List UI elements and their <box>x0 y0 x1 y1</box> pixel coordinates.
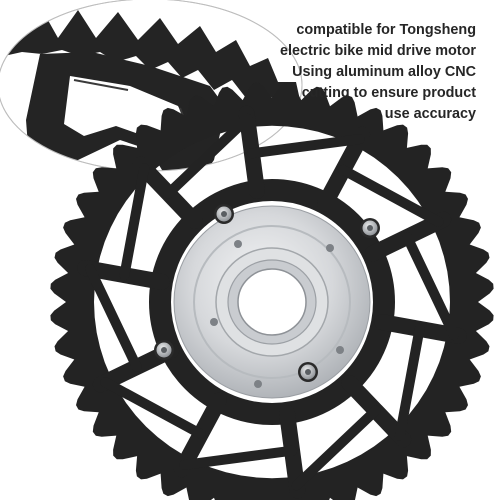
zoomed-teeth <box>0 6 300 104</box>
caption-line: electric bike mid drive motor <box>280 43 476 59</box>
hub-hole <box>210 318 218 326</box>
hub-bore <box>237 268 307 336</box>
aluminum-hub <box>173 205 371 399</box>
chainring-brace <box>100 377 206 440</box>
chainring <box>50 82 494 500</box>
hub-hole <box>326 244 334 252</box>
bolt <box>214 204 234 224</box>
bolt <box>360 218 380 238</box>
caption-line: cutting to ensure product <box>301 85 476 101</box>
chainring-brace <box>402 232 459 341</box>
hub-hole <box>336 346 344 354</box>
bolt <box>298 362 318 382</box>
zoomed-spoke <box>26 52 226 171</box>
chainring-brace <box>394 323 425 441</box>
bolt <box>154 340 174 360</box>
chainring-brace <box>338 164 444 227</box>
product-caption: compatible for Tongsheng electric bike m… <box>258 20 476 125</box>
chainring-brace <box>291 405 381 491</box>
chainring-brace <box>179 445 298 470</box>
caption-line: use accuracy <box>384 106 476 122</box>
hub-hole <box>234 240 242 248</box>
hub-hole <box>254 380 262 388</box>
chainring-brace <box>246 134 365 159</box>
chainring-inner-frame <box>149 179 395 425</box>
chainring-brace <box>119 163 150 281</box>
chainring-brace <box>163 113 253 199</box>
mounting-bolts <box>154 204 380 382</box>
caption-line: Using aluminum alloy CNC <box>292 64 476 80</box>
chainring-brace <box>85 263 142 372</box>
caption-line: compatible for Tongsheng <box>296 22 476 38</box>
